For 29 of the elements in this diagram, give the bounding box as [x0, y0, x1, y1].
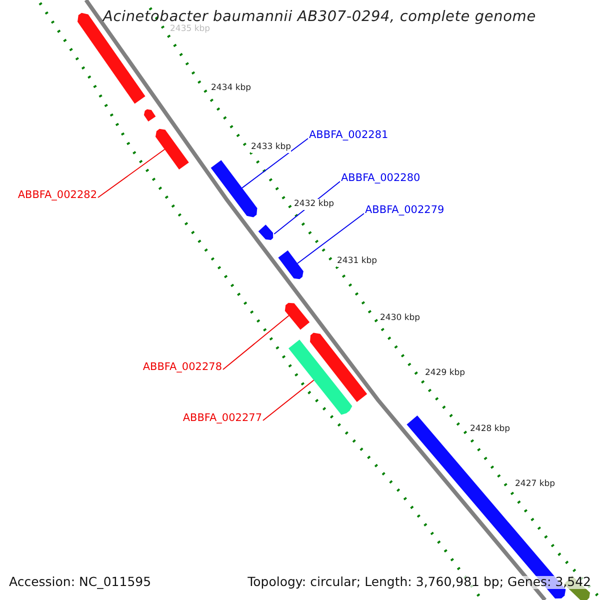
scale-label: 2432 kbp — [294, 199, 334, 210]
gene-block — [288, 340, 352, 415]
gene-label: ABBFA_002280 — [341, 173, 420, 184]
leader-line — [98, 148, 166, 198]
scale-label: 2427 kbp — [515, 479, 556, 490]
leader-line — [242, 138, 308, 188]
gene-label: ABBFA_002279 — [365, 205, 444, 216]
scale-label: 2429 kbp — [425, 368, 466, 378]
gene-block — [156, 128, 189, 170]
gene-label: ABBFA_002277 — [182, 413, 262, 424]
leader-line — [262, 380, 314, 421]
scale-label: 2433 kbp — [251, 142, 292, 152]
genome-info-text: Topology: circular; Length: 3,760,981 bp; Genes: 3,542 — [248, 576, 591, 588]
gene-block — [284, 302, 310, 330]
leader-line — [222, 315, 290, 370]
gene-block — [210, 160, 258, 218]
gene-label: ABBFA_002281 — [309, 130, 388, 140]
title: Acinetobacter baumannii AB307-0294, complete genome — [103, 10, 536, 24]
scale-label: 2430 kbp — [380, 313, 420, 324]
gene-block — [258, 224, 274, 240]
leader-line — [297, 213, 364, 264]
gene-block — [278, 250, 304, 280]
scale-label: 2435 kbp — [170, 24, 210, 34]
scale-label: 2428 kbp — [470, 424, 510, 434]
gene-label: ABBFA_002278 — [142, 362, 222, 372]
gene-label: ABBFA_002282 — [18, 190, 97, 200]
scale-label: 2434 kbp — [211, 83, 252, 94]
accession-text: Accession: NC_011595 — [9, 576, 152, 588]
scale-label: 2431 kbp — [337, 256, 378, 266]
